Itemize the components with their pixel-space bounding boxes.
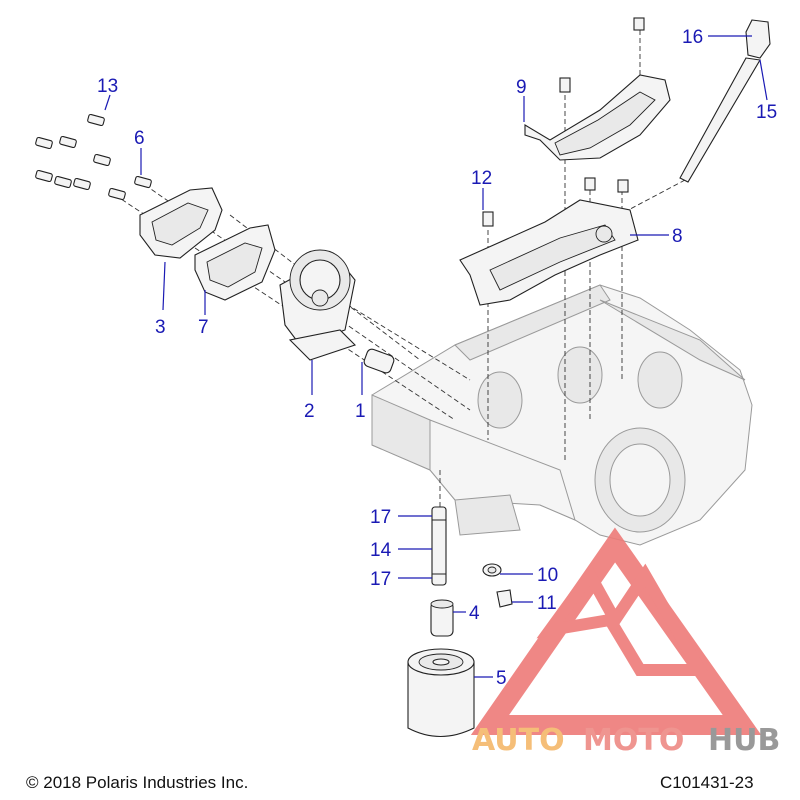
callout-15: 15 bbox=[756, 102, 777, 123]
callout-6: 6 bbox=[134, 128, 145, 149]
diagram-code: C101431-23 bbox=[660, 773, 754, 792]
automotohub-watermark: AUTO MOTO HUB bbox=[470, 527, 780, 758]
copyright-text: © 2018 Polaris Industries Inc. bbox=[26, 773, 248, 792]
dipstick bbox=[633, 17, 771, 183]
callout-13: 13 bbox=[97, 76, 118, 97]
callout-7: 7 bbox=[198, 317, 209, 338]
leader-lines bbox=[104, 35, 768, 678]
bolt-group bbox=[35, 113, 152, 201]
callout-17-top: 17 bbox=[370, 507, 391, 528]
baffle-plate bbox=[459, 177, 639, 306]
callout-3: 3 bbox=[155, 317, 166, 338]
callout-5: 5 bbox=[496, 668, 507, 689]
callout-9: 9 bbox=[516, 77, 527, 98]
callout-labels: 13 6 3 7 2 1 9 8 12 16 15 17 14 17 10 11… bbox=[97, 27, 777, 689]
callout-10: 10 bbox=[537, 565, 558, 586]
baffle-upper bbox=[524, 74, 671, 161]
callout-17-bottom: 17 bbox=[370, 569, 391, 590]
oil-pump bbox=[279, 249, 357, 361]
callout-16: 16 bbox=[682, 27, 703, 48]
fitting bbox=[363, 348, 395, 374]
oil-filter-nipple bbox=[430, 599, 454, 637]
watermark-text-moto: MOTO bbox=[583, 723, 684, 758]
watermark-letter-m bbox=[536, 563, 711, 676]
drain-plug bbox=[482, 563, 513, 608]
callout-1: 1 bbox=[355, 401, 366, 422]
callout-11: 11 bbox=[537, 593, 557, 614]
oil-pump-cover bbox=[139, 187, 223, 259]
gasket bbox=[194, 224, 276, 301]
callout-12: 12 bbox=[471, 168, 492, 189]
crankcase-block bbox=[371, 284, 753, 546]
watermark-text-auto: AUTO bbox=[472, 723, 565, 758]
callout-2: 2 bbox=[304, 401, 315, 422]
callout-14: 14 bbox=[370, 540, 392, 561]
callout-8: 8 bbox=[672, 226, 683, 247]
oil-tube bbox=[431, 506, 447, 586]
callout-4: 4 bbox=[469, 603, 480, 624]
oil-filter bbox=[407, 648, 475, 737]
watermark-text-hub: HUB bbox=[708, 723, 780, 758]
